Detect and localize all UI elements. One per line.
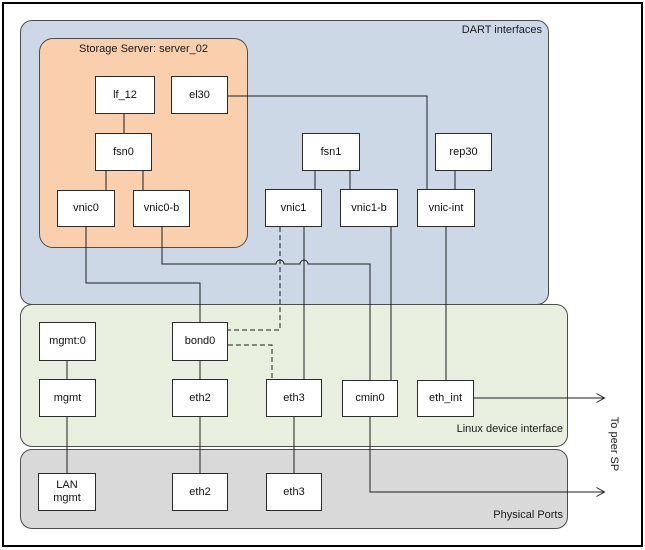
- dart-interfaces-label: DART interfaces: [461, 24, 542, 36]
- node-fsn1-label: fsn1: [320, 145, 342, 158]
- node-vnic0b: vnic0-b: [133, 190, 190, 227]
- node-ethint-label: eth_int: [428, 392, 463, 404]
- node-vnic0-label: vnic0: [73, 202, 99, 214]
- node-fsn0-label: fsn0: [113, 145, 134, 158]
- node-eth2-linux: eth2: [172, 379, 228, 417]
- node-mgmt0-label: mgmt:0: [49, 335, 86, 347]
- node-vnic1: vnic1: [265, 189, 322, 227]
- node-ethint: eth_int: [417, 380, 474, 417]
- node-vnic0b-label: vnic0-b: [143, 202, 180, 214]
- node-el30: el30: [171, 76, 228, 114]
- node-eth2-linux-label: eth2: [189, 391, 211, 404]
- node-eth3-linux: eth3: [266, 379, 322, 417]
- node-fsn0: fsn0: [95, 133, 152, 171]
- node-mgmt0: mgmt:0: [39, 322, 96, 361]
- node-vnicint: vnic-int: [417, 189, 475, 227]
- node-eth3-phys-label: eth3: [283, 485, 305, 498]
- node-vnic1-label: vnic1: [280, 201, 307, 214]
- linux-device-interface-label: Linux device interface: [456, 423, 563, 435]
- node-eth3-linux-label: eth3: [283, 391, 305, 404]
- node-vnic0: vnic0: [57, 190, 115, 227]
- node-lf12: lf_12: [95, 76, 155, 114]
- node-vnicint-label: vnic-int: [428, 201, 464, 214]
- node-vnic1b: vnic1-b: [340, 189, 398, 227]
- node-eth2-phys-label: eth2: [189, 485, 211, 498]
- node-cmin0: cmin0: [342, 380, 398, 417]
- node-fsn1: fsn1: [302, 133, 360, 171]
- physical-ports-label: Physical Ports: [493, 509, 563, 521]
- node-rep30-label: rep30: [449, 145, 478, 158]
- node-eth3-phys: eth3: [266, 473, 322, 511]
- node-eth2-phys: eth2: [172, 473, 228, 511]
- node-vnic1b-label: vnic1-b: [351, 201, 387, 214]
- node-mgmt-label: mgmt: [53, 391, 82, 404]
- node-bond0: bond0: [172, 322, 228, 361]
- node-mgmt: mgmt: [39, 379, 96, 417]
- node-el30-label: el30: [189, 88, 210, 101]
- node-lf12-label: lf_12: [113, 88, 137, 101]
- node-lan-mgmt-label: LAN mgmt: [53, 479, 81, 504]
- node-cmin0-label: cmin0: [355, 392, 385, 404]
- storage-server-label: Storage Server: server_02: [78, 43, 208, 55]
- node-bond0-label: bond0: [184, 335, 216, 347]
- node-rep30: rep30: [435, 133, 492, 171]
- node-lan-mgmt: LAN mgmt: [38, 473, 96, 511]
